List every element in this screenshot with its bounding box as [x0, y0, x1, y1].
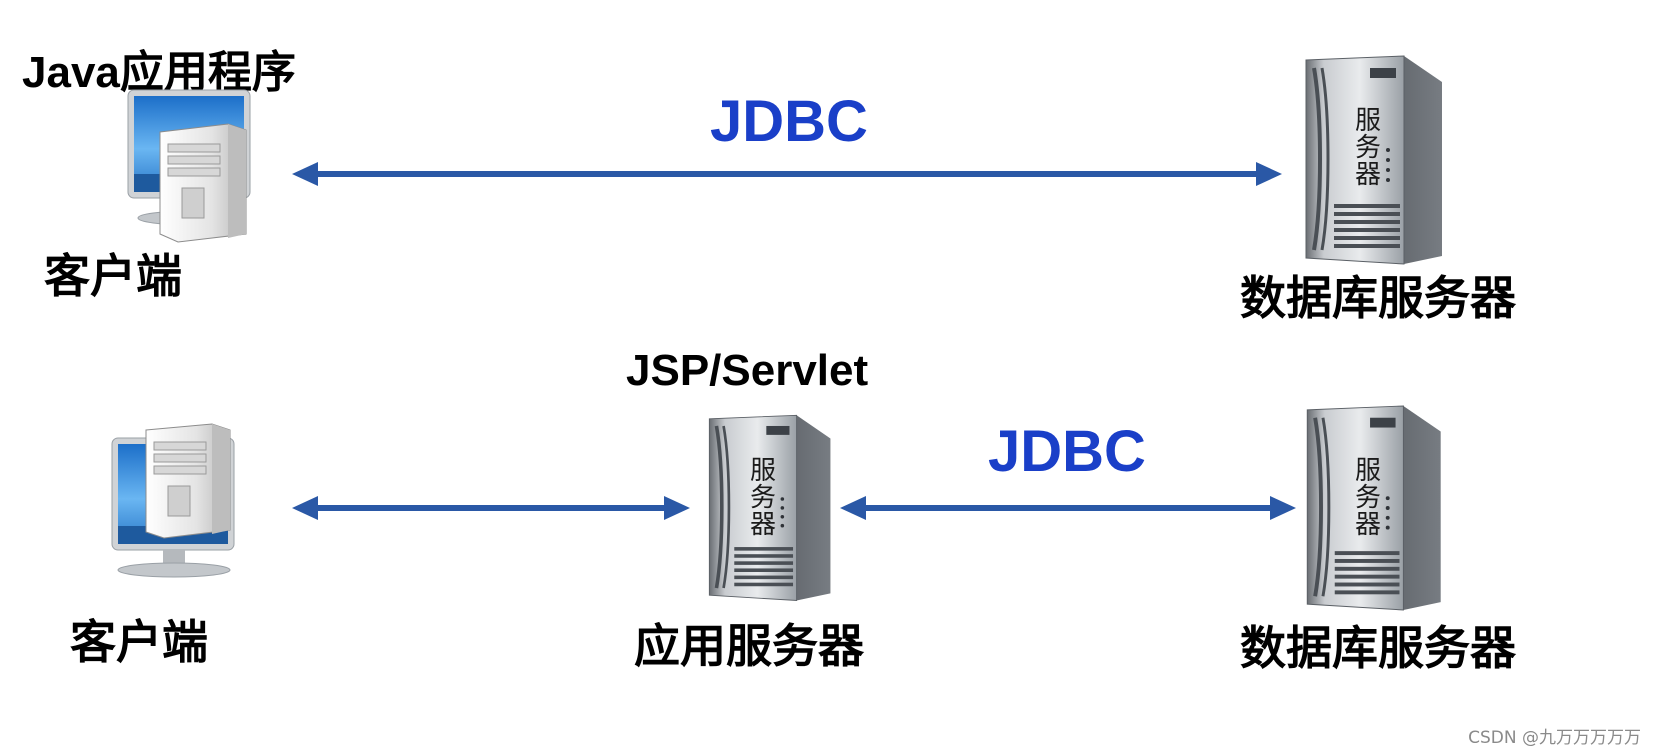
double-arrow-icon [292, 496, 690, 520]
double-arrow-icon [840, 496, 1296, 520]
client-program-title: Java应用程序 [22, 48, 296, 97]
tower-server-icon [1305, 55, 1442, 265]
protocol-label: JDBC [988, 419, 1146, 484]
tower-server-icon [1306, 405, 1441, 611]
server-glyphs: 服 务 器 [1354, 456, 1381, 540]
client-label: 客户端 [70, 615, 208, 669]
database-server-label: 数据库服务器 [1240, 271, 1516, 325]
double-arrow-icon [292, 162, 1282, 186]
tower-server-icon [708, 414, 831, 601]
desktop-computer-icon [111, 423, 235, 578]
database-server-label: 数据库服务器 [1240, 621, 1516, 675]
app-tier-title: JSP/Servlet [626, 346, 869, 395]
watermark: CSDN @九万万万万万 [1468, 728, 1641, 748]
desktop-computer-icon [127, 89, 251, 243]
server-glyphs: 服 务 器 [749, 456, 776, 540]
server-glyphs: 服 务 器 [1354, 106, 1381, 190]
app-server-label: 应用服务器 [634, 619, 864, 673]
protocol-label: JDBC [710, 89, 868, 154]
client-label: 客户端 [44, 249, 182, 303]
